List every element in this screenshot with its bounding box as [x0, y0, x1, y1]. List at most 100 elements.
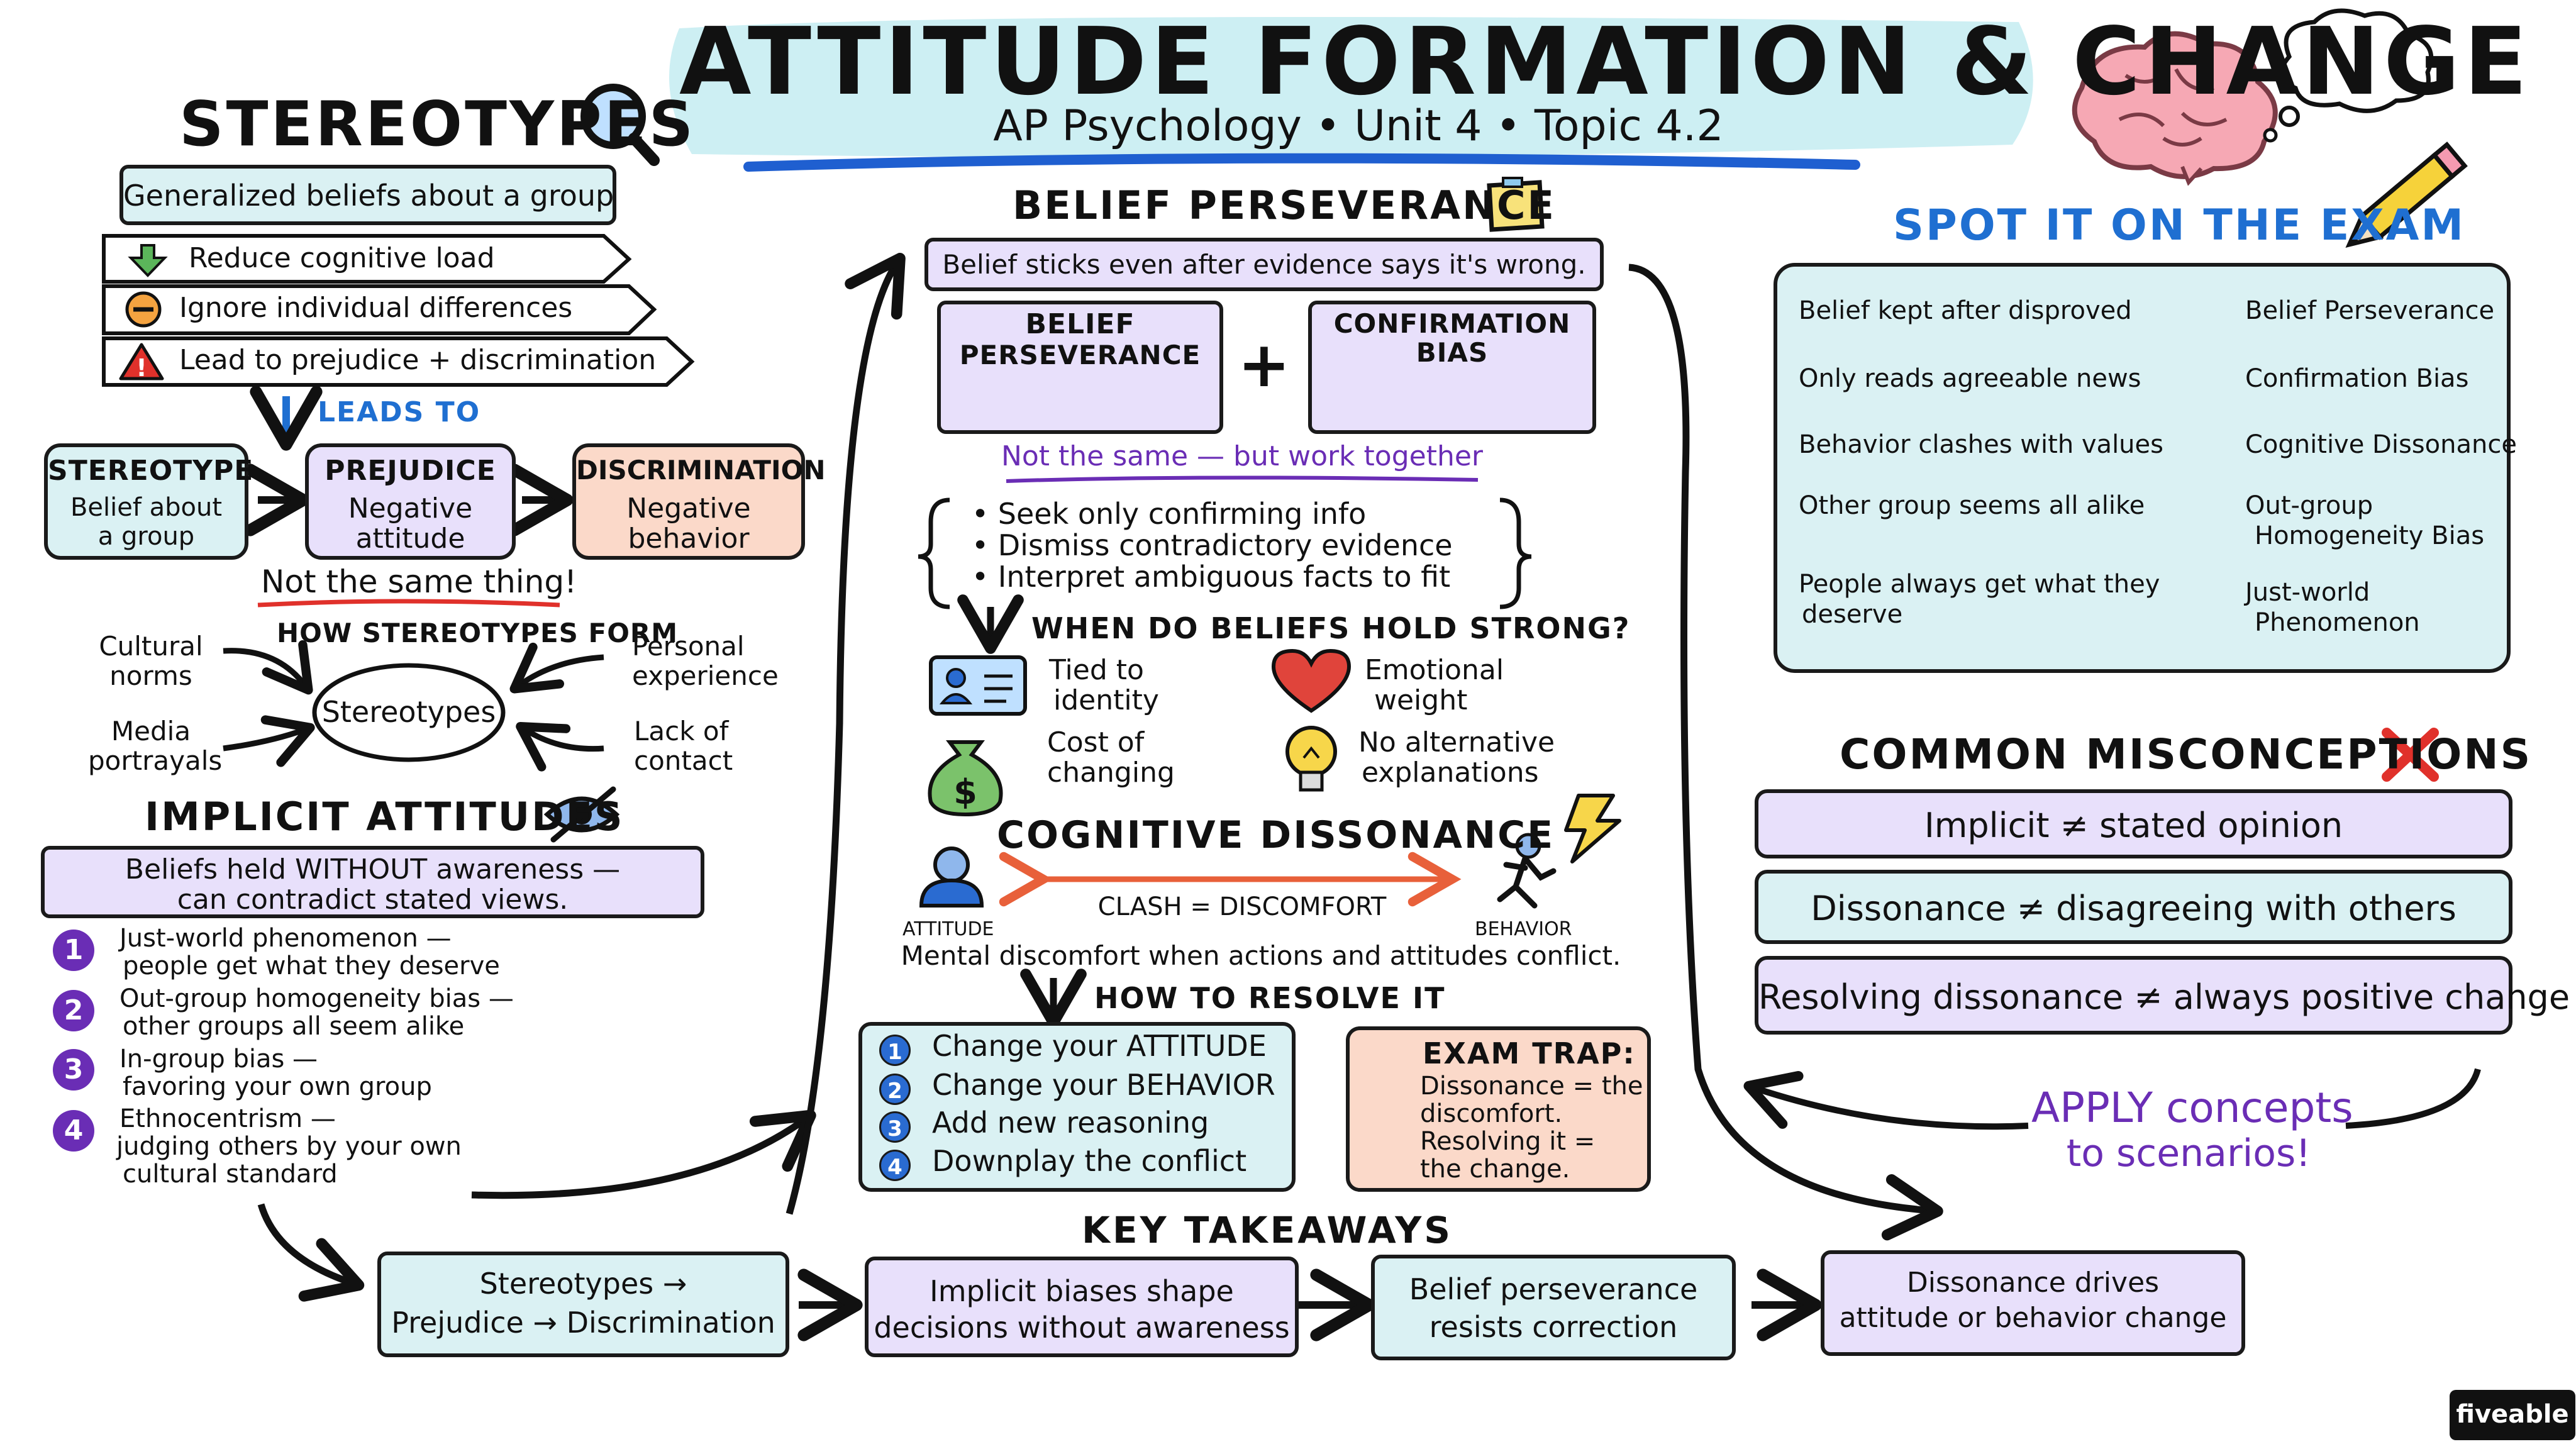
implicit-definition-box: Beliefs held WITHOUT awareness — can con… [41, 846, 704, 918]
how-form-heading: HOW STEREOTYPES FORM [277, 618, 679, 648]
effect-lead-prejudice: Lead to prejudice + discrimination [179, 344, 657, 376]
warning-icon-left: ! [119, 343, 164, 382]
dissonance-definition: Mental discomfort when actions and attit… [901, 940, 1621, 971]
connector-right-loop [1628, 264, 1943, 1241]
chain-title-discrimination: DISCRIMINATION [576, 455, 826, 486]
together-underline [1006, 475, 1479, 483]
fiveable-logo [2450, 1390, 2575, 1440]
bullet-3: • Interpret ambiguous facts to fit [972, 560, 1451, 594]
bullet-1: • Seek only confirming info [972, 497, 1367, 531]
misconceptions-heading: COMMON MISCONCEPTIONS [1840, 730, 2533, 779]
red-x-icon [2382, 728, 2439, 782]
source-personal-1: Personal [632, 631, 745, 662]
exam-trap-line1: Dissonance = the [1420, 1072, 1643, 1101]
resolve-step-4: Downplay the conflict [932, 1144, 1247, 1178]
takeaways-heading: KEY TAKEAWAYS [1082, 1209, 1453, 1252]
brain-icon [2072, 31, 2278, 186]
exam-trap-line2: discomfort. [1420, 1099, 1563, 1128]
implicit-item-4-line2: judging others by your own [116, 1132, 462, 1161]
belief-perseverance-box: BELIEF PERSEVERANCE [937, 301, 1223, 434]
left-brace [918, 497, 950, 609]
belief-definition: Belief sticks even after evidence says i… [942, 249, 1586, 280]
factor-alternative-2: explanations [1362, 757, 1539, 789]
spot-clue-1: Belief kept after disproved [1799, 296, 2132, 325]
misconception-1: Implicit ≠ stated opinion [1924, 806, 2343, 845]
exam-trap-title: EXAM TRAP: [1423, 1036, 1636, 1070]
source-media-1: Media [111, 716, 191, 747]
factor-emotional-1: Emotional [1365, 654, 1504, 686]
right-brace [1499, 497, 1532, 609]
attitude-label: ATTITUDE [902, 918, 994, 940]
heart-icon [1271, 648, 1352, 713]
spot-answer-4b: Homogeneity Bias [2255, 521, 2485, 550]
connector-center-loop [786, 252, 906, 1215]
implicit-num-2: 2 [53, 990, 94, 1031]
chain-line1-discrimination: Negative [626, 492, 751, 525]
resolve-num-4: 4 [879, 1150, 911, 1181]
implicit-item-3-line1: In-group bias — [119, 1045, 318, 1074]
spot-clue-3: Behavior clashes with values [1799, 430, 2163, 459]
implicit-item-1-line2: people get what they deserve [123, 952, 500, 980]
takeaway-2-line2: decisions without awareness [874, 1311, 1290, 1345]
connector-implicit-to-takeaway [257, 1203, 365, 1302]
stereotypes-ellipse [312, 663, 506, 762]
misconception-box-3: Resolving dissonance ≠ always positive c… [1755, 956, 2570, 1035]
takeaway-3-line2: resists correction [1429, 1310, 1678, 1344]
implicit-definition-1: Beliefs held WITHOUT awareness — [125, 853, 621, 886]
resolve-step-1: Change your ATTITUDE [932, 1029, 1267, 1063]
takeaway-box-2: Implicit biases shape decisions without … [865, 1257, 1299, 1357]
resolve-box [858, 1022, 1296, 1192]
spot-box [1774, 263, 2511, 673]
chain-box-prejudice: PREJUDICE Negative attitude [305, 443, 516, 560]
exam-trap-line3: Resolving it = [1420, 1127, 1596, 1156]
clash-label: CLASH = DISCOMFORT [1097, 892, 1387, 921]
svg-text:!: ! [136, 354, 147, 382]
id-card-icon [929, 655, 1027, 716]
implicit-item-1-line1: Just-world phenomenon — [119, 924, 452, 953]
magnifier-icon [580, 84, 660, 166]
implicit-item-4-line3: cultural standard [123, 1160, 338, 1189]
arrow-contact [516, 721, 604, 772]
belief-heading: BELIEF PERSEVERANCE [1013, 182, 1556, 228]
chain-title-prejudice: PREJUDICE [325, 455, 496, 487]
misconception-box-1: Implicit ≠ stated opinion [1755, 789, 2512, 858]
spot-answer-1: Belief Perseverance [2245, 296, 2495, 325]
source-cultural-1: Cultural [99, 631, 203, 662]
together-label: Not the same — but work together [1001, 440, 1484, 472]
takeaway-1-line2: Prejudice → Discrimination [391, 1306, 775, 1340]
apply-line2: to scenarios! [2066, 1131, 2311, 1175]
exam-trap-box [1346, 1026, 1651, 1192]
takeaway-2-line1: Implicit biases shape [930, 1274, 1234, 1308]
spot-answer-5b: Phenomenon [2255, 608, 2420, 637]
exam-trap-line4: the change. [1420, 1155, 1570, 1184]
sticky-note-icon [1487, 177, 1545, 232]
source-personal-2: experience [632, 660, 779, 691]
factor-emotional-2: weight [1374, 684, 1468, 716]
implicit-num-1: 1 [53, 930, 94, 971]
takeaway-box-1: Stereotypes → Prejudice → Discrimination [377, 1252, 789, 1357]
chain-line1-stereotype: Belief about [70, 493, 223, 522]
connector-implicit-to-center [471, 1109, 816, 1199]
arrow-cultural [223, 640, 313, 695]
resolve-heading: HOW TO RESOLVE IT [1094, 981, 1446, 1015]
implicit-definition-2: can contradict stated views. [177, 884, 569, 916]
stereotypes-center-label: Stereotypes [321, 695, 496, 729]
resolve-num-2: 2 [879, 1074, 911, 1105]
effect-reduce-load: Reduce cognitive load [189, 242, 495, 274]
plus-sign: + [1238, 328, 1291, 401]
takeaway-4-line1: Dissonance drives [1906, 1267, 2160, 1299]
chain-line2-discrimination: behavior [628, 523, 750, 555]
arrow-personal [509, 642, 604, 694]
lightbulb-icon [1285, 726, 1337, 792]
chain-line2-prejudice: attitude [355, 523, 465, 555]
misconception-box-2: Dissonance ≠ disagreeing with others [1755, 870, 2512, 944]
implicit-heading: IMPLICIT ATTITUDES [145, 794, 625, 840]
bullet-2: • Dismiss contradictory evidence [972, 528, 1453, 562]
resolve-step-3: Add new reasoning [932, 1106, 1209, 1140]
attitude-person-icon [919, 847, 984, 908]
implicit-item-4-line1: Ethnocentrism — [119, 1104, 336, 1133]
source-media-2: portrayals [88, 745, 223, 776]
bullet-2-text: Dismiss contradictory evidence [997, 528, 1453, 562]
not-same-label: Not the same thing! [261, 564, 577, 600]
